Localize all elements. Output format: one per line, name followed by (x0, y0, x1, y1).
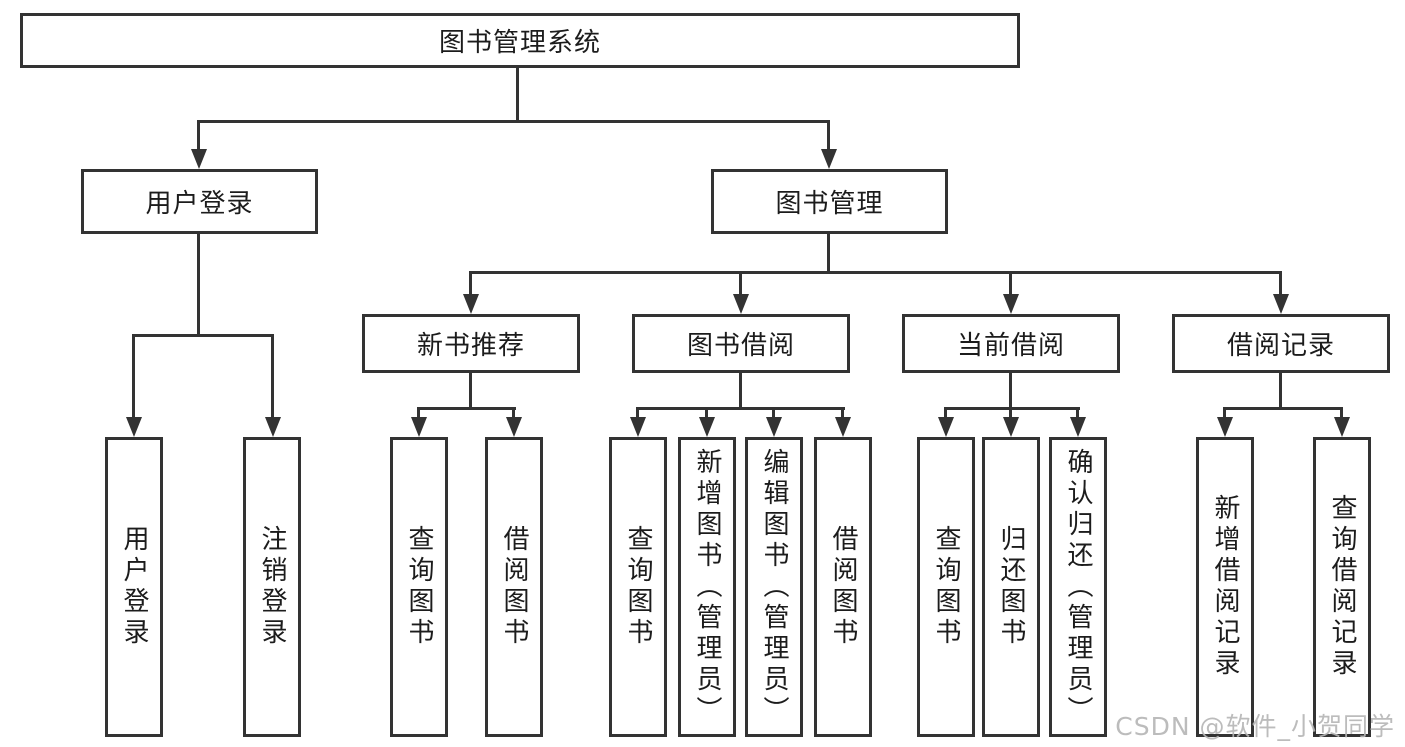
leaf-label: 查询图书 (623, 525, 653, 649)
leaf-logout: 注销登录 (243, 437, 301, 737)
arrowhead-down-icon (265, 417, 281, 437)
connector-line (418, 407, 516, 410)
connector-line (133, 334, 274, 337)
arrowhead-down-icon (821, 149, 837, 169)
connector-line (636, 407, 639, 419)
connector-line (1009, 271, 1012, 296)
connector-line (944, 407, 947, 419)
connector-line (739, 271, 742, 296)
arrowhead-down-icon (411, 417, 427, 437)
connector-line (827, 234, 830, 274)
node-current-borrowing: 当前借阅 (902, 314, 1120, 373)
leaf-label: 查询借阅记录 (1327, 494, 1357, 680)
leaf-user-login: 用户登录 (105, 437, 163, 737)
leaf-label: 用户登录 (119, 525, 149, 649)
connector-line (197, 234, 200, 337)
node-user-login: 用户登录 (81, 169, 318, 234)
leaf-label: 确认归还（管理员） (1063, 447, 1093, 727)
leaf-borrow-books-recommend: 借阅图书 (485, 437, 543, 737)
connector-line (1076, 407, 1079, 419)
connector-line (512, 407, 515, 419)
connector-line (705, 407, 708, 419)
leaf-label: 注销登录 (257, 525, 287, 649)
connector-line (841, 407, 844, 419)
arrowhead-down-icon (733, 294, 749, 314)
leaf-edit-books-admin: 编辑图书（管理员） (745, 437, 803, 737)
connector-line (1009, 373, 1012, 410)
leaf-label: 归还图书 (996, 525, 1026, 649)
leaf-add-books-admin: 新增图书（管理员） (678, 437, 736, 737)
connector-line (1279, 373, 1282, 410)
arrowhead-down-icon (1217, 417, 1233, 437)
arrowhead-down-icon (1273, 294, 1289, 314)
connector-line (739, 373, 742, 410)
arrowhead-down-icon (506, 417, 522, 437)
node-book-borrowing: 图书借阅 (632, 314, 850, 373)
node-new-book-recommend: 新书推荐 (362, 314, 580, 373)
arrowhead-down-icon (1070, 417, 1086, 437)
leaf-label: 查询图书 (404, 525, 434, 649)
arrowhead-down-icon (1334, 417, 1350, 437)
leaf-query-books-borrowing: 查询图书 (609, 437, 667, 737)
leaf-query-borrow-record: 查询借阅记录 (1313, 437, 1371, 737)
connector-line (945, 407, 1080, 410)
arrowhead-down-icon (766, 417, 782, 437)
arrowhead-down-icon (630, 417, 646, 437)
connector-line (469, 271, 472, 296)
leaf-label: 新增图书（管理员） (692, 447, 722, 727)
arrowhead-down-icon (1003, 417, 1019, 437)
arrowhead-down-icon (835, 417, 851, 437)
connector-line (198, 120, 830, 123)
node-root: 图书管理系统 (20, 13, 1020, 68)
connector-line (637, 407, 845, 410)
connector-line (1340, 407, 1343, 419)
leaf-return-books: 归还图书 (982, 437, 1040, 737)
arrowhead-down-icon (126, 417, 142, 437)
arrowhead-down-icon (938, 417, 954, 437)
leaf-query-books-recommend: 查询图书 (390, 437, 448, 737)
connector-line (197, 120, 200, 152)
connector-line (772, 407, 775, 419)
connector-line (1009, 407, 1012, 419)
connector-line (470, 271, 1282, 274)
connector-line (132, 334, 135, 419)
arrowhead-down-icon (463, 294, 479, 314)
watermark: CSDN @软件_小贺同学 (1115, 712, 1395, 741)
leaf-add-borrow-record: 新增借阅记录 (1196, 437, 1254, 737)
connector-line (469, 373, 472, 410)
arrowhead-down-icon (699, 417, 715, 437)
connector-line (516, 68, 519, 123)
leaf-label: 查询图书 (931, 525, 961, 649)
leaf-query-books-current: 查询图书 (917, 437, 975, 737)
arrowhead-down-icon (191, 149, 207, 169)
connector-line (271, 334, 274, 419)
leaf-label: 借阅图书 (499, 525, 529, 649)
connector-line (1223, 407, 1226, 419)
leaf-label: 借阅图书 (828, 525, 858, 649)
leaf-label: 编辑图书（管理员） (759, 447, 789, 727)
connector-line (1279, 271, 1282, 296)
connector-line (417, 407, 420, 419)
node-borrowing-records: 借阅记录 (1172, 314, 1390, 373)
arrowhead-down-icon (1003, 294, 1019, 314)
leaf-borrow-books-borrowing: 借阅图书 (814, 437, 872, 737)
connector-line (827, 120, 830, 152)
node-book-management: 图书管理 (711, 169, 948, 234)
connector-line (1224, 407, 1343, 410)
leaf-confirm-return-admin: 确认归还（管理员） (1049, 437, 1107, 737)
leaf-label: 新增借阅记录 (1210, 494, 1240, 680)
